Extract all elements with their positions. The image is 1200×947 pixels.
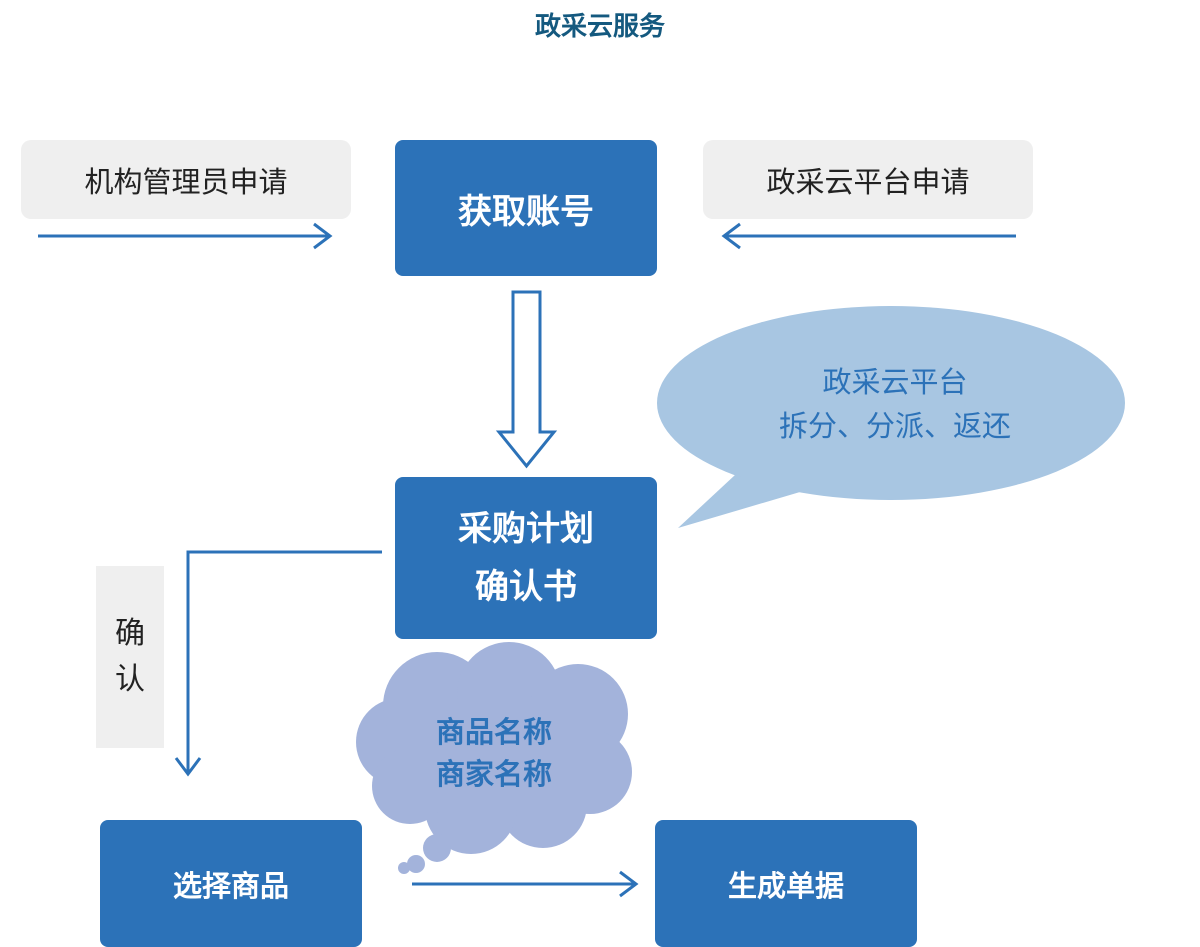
speech-bubble-line2: 拆分、分派、返还	[778, 409, 1011, 443]
thought-bubble-line2: 商家名称	[435, 757, 552, 791]
node-select-goods-label: 选择商品	[172, 868, 289, 903]
arrow-right-top	[38, 222, 333, 250]
node-select-goods: 选择商品	[100, 820, 362, 947]
arrow-down-hollow	[495, 290, 558, 469]
node-generate-docs-label: 生成单据	[727, 868, 844, 903]
node-purchase-plan-label-line2: 确认书	[475, 567, 577, 607]
arrow-right-bottom	[412, 870, 639, 898]
thought-bubble	[356, 642, 632, 874]
node-org-admin-apply-label: 机构管理员申请	[84, 164, 288, 199]
speech-bubble-line1: 政采云平台	[822, 365, 968, 399]
node-org-admin-apply: 机构管理员申请	[21, 140, 351, 219]
thought-bubble-line1: 商品名称	[435, 715, 552, 749]
arrow-left-top	[721, 222, 1016, 250]
speech-bubble-text: 政采云平台 拆分、分派、返还	[700, 360, 1090, 448]
arrow-elbow-confirm	[174, 550, 382, 777]
speech-bubble	[657, 306, 1125, 528]
node-get-account-label: 获取账号	[458, 191, 594, 232]
node-generate-docs: 生成单据	[655, 820, 917, 947]
thought-bubble-text: 商品名称 商家名称	[384, 711, 604, 795]
node-platform-apply: 政采云平台申请	[703, 140, 1033, 219]
confirm-side-label: 确 认	[96, 566, 164, 748]
node-purchase-plan: 采购计划 确认书	[395, 477, 657, 639]
node-purchase-plan-label-line1: 采购计划	[458, 509, 594, 549]
confirm-label-char1: 确	[115, 616, 145, 651]
node-platform-apply-label: 政采云平台申请	[766, 164, 970, 199]
diagram-title: 政采云服务	[534, 12, 665, 42]
confirm-label-char2: 认	[115, 662, 145, 697]
node-get-account: 获取账号	[395, 140, 657, 276]
